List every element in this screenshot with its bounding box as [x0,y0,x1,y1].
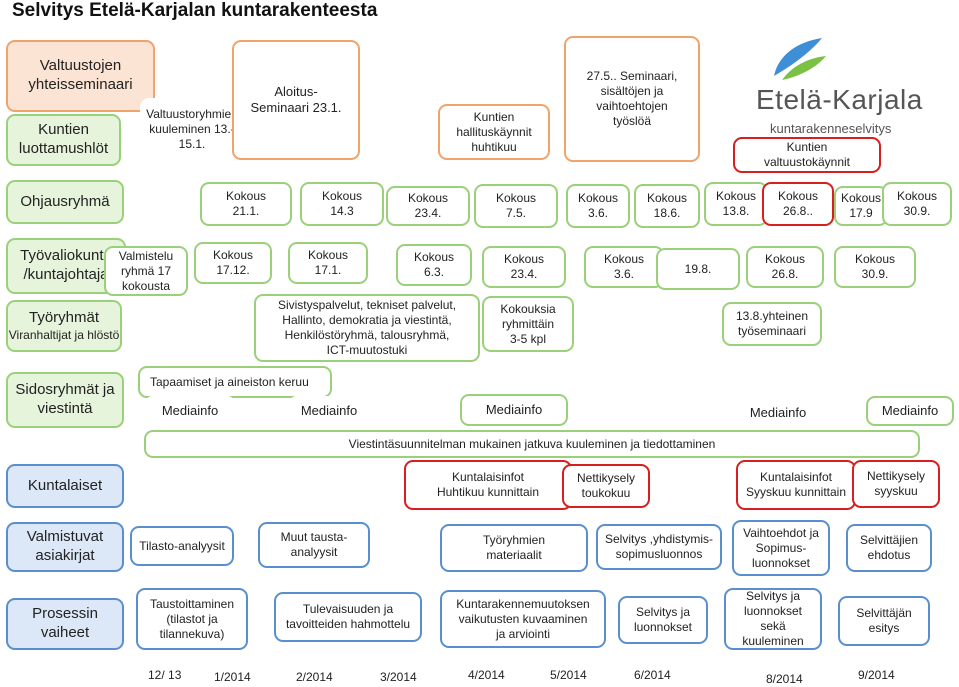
ohjaus-kokous: Kokous 21.1. [200,182,292,226]
vaihe: Selvitys ja luonnokset sekä kuuleminen [724,588,822,650]
tyovaliokunta-kokous: Kokous 30.9. [834,246,916,288]
asiakirja: Selvitys ,yhdistymis- sopimusluonnos [596,524,722,570]
ohjaus-kokous: Kokous 3.6. [566,184,630,228]
row-valtuustojen: Valtuustojen yhteisseminaari [6,40,155,112]
logo-name: Etelä-Karjala [756,84,923,115]
valtuustokaynnit: Kuntien valtuustokäynnit [733,137,881,173]
kuntalaisinfot-huhtikuu: Kuntalaisinfot Huhtikuu kunnittain [404,460,572,510]
aloitusseminaari: Aloitus- Seminaari 23.1. [232,40,360,160]
month-label: 9/2014 [858,668,895,682]
kuntalaisinfot-syyskuu: Kuntalaisinfot Syyskuu kunnittain [736,460,856,510]
asiakirja: Selvittäjien ehdotus [846,524,932,572]
row-tyoryhmat-label: Työryhmät [28,309,100,327]
kokouksia-ryhmittain: Kokouksia ryhmittäin 3-5 kpl [482,296,574,352]
yhteinen-tyoseminaari: 13.8.yhteinen työseminaari [722,302,822,346]
row-tyoryhmat-sub: Viranhaltijat ja hlöstö [8,327,120,342]
row-kuntien-luottamushlot: Kuntien luottamushlöt [6,114,121,166]
tyovaliokunta-kokous: Kokous 3.6. [584,246,664,288]
tyovaliokunta-kokous: Kokous 6.3. [396,244,472,286]
asiakirja: Työryhmien materiaalit [440,524,588,572]
month-label: 8/2014 [766,672,803,686]
tyovaliokunta-kokous: Kokous 17.12. [194,242,272,284]
ohjaus-kokous: Kokous 14.3 [300,182,384,226]
valtuustoryhmien-kuuleminen: Valtuustoryhmien kuuleminen 13.- 15.1. [140,98,244,160]
page-title: Selvitys Etelä-Karjalan kuntarakenteesta [12,0,378,21]
asiakirja: Tilasto-analyysit [130,526,234,566]
ohjaus-kokous: Kokous 23.4. [386,186,470,226]
vaihe: Selvitys ja luonnokset [618,596,708,644]
vaihe: Selvittäjän esitys [838,596,930,646]
vaihe: Taustoittaminen (tilastot ja tilannekuva… [136,588,248,650]
tyovaliokunta-kokous: 19.8. [656,248,740,290]
mediainfo: Mediainfo [288,396,370,426]
mediainfo: Mediainfo [460,394,568,426]
logo-subtitle: kuntarakenneselvitys [770,121,892,136]
ohjaus-kokous: Kokous 13.8. [704,182,768,226]
ohjaus-kokous: Kokous 26.8.. [762,182,834,226]
asiakirja: Vaihtoehdot ja Sopimus- luonnokset [732,520,830,576]
tyovaliokunta-kokous: Kokous 23.4. [482,246,566,288]
month-label: 4/2014 [468,668,505,682]
mediainfo: Mediainfo [866,396,954,426]
month-label: 3/2014 [380,670,417,684]
ohjaus-kokous: Kokous 17.9 [834,186,888,226]
vaihe: Tulevaisuuden ja tavoitteiden hahmottelu [274,592,422,642]
hallituskaynnit: Kuntien hallituskäynnit huhtikuu [438,104,550,160]
month-label: 12/ 13 [148,668,182,682]
asiakirja: Muut tausta- analyysit [258,522,370,568]
vaihe: Kuntarakennemuutoksen vaikutusten kuvaam… [440,590,606,648]
row-kuntalaiset: Kuntalaiset [6,464,124,508]
nettikysely-toukokuu: Nettikysely toukokuu [562,464,650,508]
tyoryhmat-kuvaus: Sivistyspalvelut, tekniset palvelut, Hal… [254,294,480,362]
nettikysely-syyskuu: Nettikysely syyskuu [852,460,940,508]
etela-karjala-leaf-logo [774,38,826,80]
viestintasuunnitelma-banner: Viestintäsuunnitelman mukainen jatkuva k… [144,430,920,458]
ohjaus-kokous: Kokous 18.6. [634,184,700,228]
valmisteluryhma: Valmistelu ryhmä 17 kokousta [104,246,188,296]
seminaari-27-5: 27.5.. Seminaari, sisältöjen ja vaihtoeh… [564,36,700,162]
month-label: 5/2014 [550,668,587,682]
month-label: 1/2014 [214,670,251,684]
mediainfo: Mediainfo [728,398,828,428]
tapaamiset-aineiston-keruu: Tapaamiset ja aineiston keruu [138,366,332,398]
month-label: 6/2014 [634,668,671,682]
row-tyoryhmat: Työryhmät Viranhaltijat ja hlöstö [6,300,122,352]
row-sidosryhmat: Sidosryhmät ja viestintä [6,372,124,428]
tyovaliokunta-kokous: Kokous 17.1. [288,242,368,284]
ohjaus-kokous: Kokous 30.9. [882,182,952,226]
row-ohjausryhma: Ohjausryhmä [6,180,124,224]
ohjaus-kokous: Kokous 7.5. [474,184,558,228]
tyovaliokunta-kokous: Kokous 26.8. [746,246,824,288]
row-valmistuvat: Valmistuvat asiakirjat [6,522,124,572]
month-label: 2/2014 [296,670,333,684]
mediainfo: Mediainfo [144,396,236,426]
row-prosessin: Prosessin vaiheet [6,598,124,650]
